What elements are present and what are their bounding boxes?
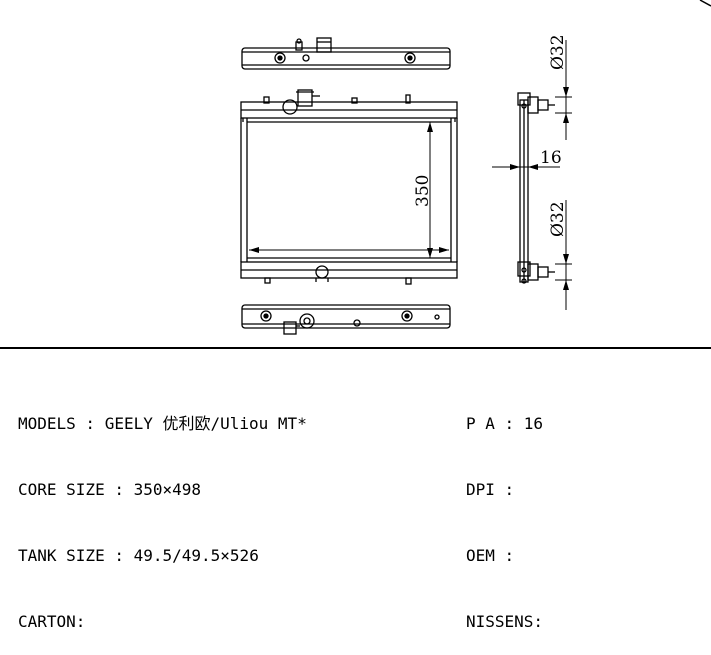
tank-size-line: TANK SIZE : 49.5/49.5×526 [18, 546, 259, 565]
side-view [492, 40, 572, 310]
section-divider [0, 347, 711, 349]
spec-left-column: MODELS : GEELY 优利欧/Uliou MT* CORE SIZE :… [18, 369, 307, 655]
thickness-label: 16 [540, 148, 562, 168]
core-size-line: CORE SIZE : 350×498 [18, 480, 202, 499]
top-tank-view [241, 37, 451, 70]
bottom-tank-view [241, 304, 451, 335]
pa-line: P A : 16 [466, 414, 544, 433]
models-line: MODELS : GEELY 优利欧/Uliou MT* [18, 414, 307, 433]
radiator-technical-drawing: 350 Ø32 Ø32 16 [240, 0, 711, 335]
spec-right-column: P A : 16 DPI : OEM : NISSENS: [466, 369, 543, 655]
dpi-line: DPI : [466, 480, 515, 499]
corner-mark [699, 0, 711, 7]
pipe-top-diameter-label: Ø32 [548, 34, 568, 70]
carton-line: CARTON: [18, 612, 86, 631]
core-height-label: 350 [413, 175, 433, 207]
oem-line: OEM : [466, 546, 515, 565]
pipe-bottom-diameter-label: Ø32 [548, 201, 568, 237]
nissens-line: NISSENS: [466, 612, 544, 631]
front-radiator-view [240, 89, 458, 285]
